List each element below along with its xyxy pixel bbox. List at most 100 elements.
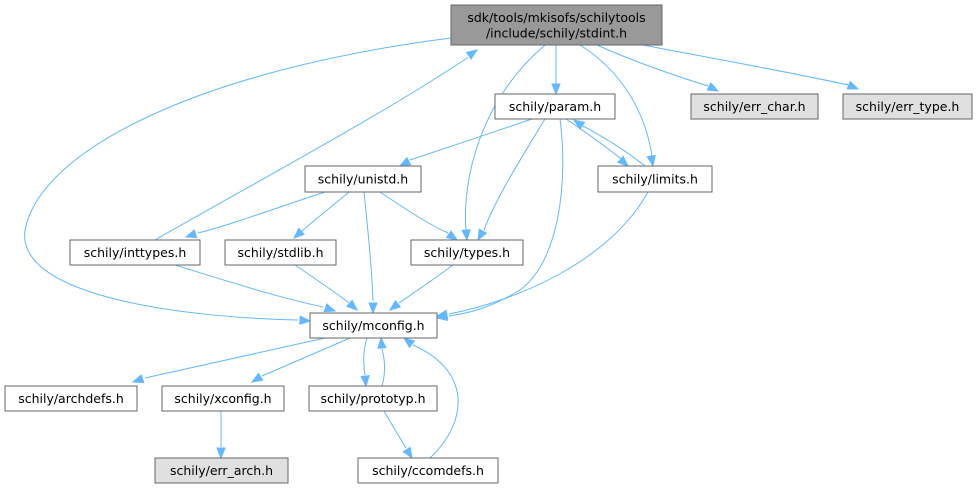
edge-line: [409, 118, 533, 161]
edge-line: [154, 57, 468, 241]
edge-param-to-types: [477, 118, 546, 242]
edge-unistd-to-mconfig: [363, 191, 378, 315]
edge-limits-to-mconfig: [435, 191, 649, 319]
arrowhead-icon: [216, 447, 226, 460]
edge-param-to-mconfig: [435, 118, 564, 321]
arrowhead-icon: [445, 230, 459, 241]
edge-inttypes-to-stdint: [154, 49, 479, 241]
node-label: schily/err_arch.h: [170, 463, 273, 478]
arrowhead-icon: [323, 303, 337, 313]
edge-stdint-to-limits: [579, 44, 656, 168]
node-err_arch: schily/err_arch.h: [154, 457, 289, 484]
node-label: schily/prototyp.h: [321, 391, 426, 406]
node-label: schily/stdlib.h: [238, 245, 324, 260]
arrowhead-icon: [360, 375, 370, 388]
edge-stdint-to-err_type: [642, 44, 860, 90]
node-limits[interactable]: schily/limits.h: [597, 165, 713, 193]
node-label: schily/err_char.h: [703, 99, 805, 114]
node-err_type: schily/err_type.h: [842, 93, 973, 120]
node-box: [494, 93, 616, 120]
edge-line: [363, 191, 374, 302]
edge-unistd-to-inttypes: [184, 191, 326, 239]
edge-line: [144, 337, 326, 379]
edge-line: [197, 191, 326, 234]
edge-line: [261, 337, 351, 377]
edge-line: [412, 344, 459, 459]
edge-line: [381, 348, 386, 387]
edge-mconfig-to-archdefs: [131, 337, 326, 384]
arrowhead-icon: [402, 446, 413, 460]
edge-types-to-mconfig: [388, 264, 454, 311]
nodes-layer: sdk/tools/mkisofs/schilytools/include/sc…: [4, 4, 973, 484]
node-param[interactable]: schily/param.h: [494, 93, 616, 120]
edge-line: [379, 191, 449, 234]
edge-line: [465, 44, 546, 231]
edge-limits-to-param: [572, 119, 646, 167]
node-label: schily/unistd.h: [318, 172, 408, 187]
edge-xconfig-to-err_arch: [216, 411, 226, 460]
edge-unistd-to-stdlib: [292, 191, 350, 239]
node-box: [224, 239, 337, 266]
edge-line: [448, 118, 564, 317]
edge-line: [24, 37, 452, 321]
node-stdint[interactable]: sdk/tools/mkisofs/schilytools/include/sc…: [450, 4, 663, 46]
edge-ccomdefs-to-mconfig: [402, 337, 459, 459]
edge-line: [294, 264, 350, 304]
edge-line: [582, 125, 646, 167]
edge-line: [398, 264, 454, 304]
node-archdefs[interactable]: schily/archdefs.h: [4, 385, 138, 412]
edge-mconfig-to-prototyp: [360, 337, 370, 388]
node-box: [410, 239, 524, 266]
node-box: [154, 457, 289, 484]
node-label: schily/types.h: [424, 245, 510, 260]
node-label: schily/mconfig.h: [322, 318, 424, 333]
arrowhead-icon: [846, 80, 860, 90]
node-label: schily/ccomdefs.h: [372, 463, 484, 478]
arrowhead-icon: [377, 336, 387, 349]
node-ccomdefs[interactable]: schily/ccomdefs.h: [357, 457, 499, 484]
node-box: [308, 385, 438, 412]
arrowhead-icon: [299, 315, 312, 325]
node-box: [304, 165, 422, 193]
edge-line: [301, 191, 350, 232]
edge-stdint-to-param: [551, 45, 561, 96]
edges-layer: [24, 37, 860, 460]
node-box: [690, 93, 819, 120]
edge-stdint-to-types: [461, 44, 546, 242]
arrowhead-icon: [345, 299, 359, 311]
edge-line: [448, 191, 649, 315]
node-label: schily/xconfig.h: [174, 391, 271, 406]
node-xconfig[interactable]: schily/xconfig.h: [161, 385, 285, 412]
arrowhead-icon: [461, 229, 471, 242]
node-types[interactable]: schily/types.h: [410, 239, 524, 266]
arrowhead-icon: [477, 228, 488, 242]
edge-line: [596, 44, 709, 87]
node-box: [357, 457, 499, 484]
node-prototyp[interactable]: schily/prototyp.h: [308, 385, 438, 412]
arrowhead-icon: [388, 299, 402, 311]
arrowhead-icon: [402, 337, 416, 349]
edge-param-to-limits: [565, 118, 630, 167]
arrowhead-icon: [435, 309, 449, 319]
arrowhead-icon: [646, 154, 656, 168]
edge-line: [174, 264, 324, 308]
node-label: /include/schily/stdint.h: [486, 25, 627, 40]
node-box: [450, 4, 663, 46]
node-err_char: schily/err_char.h: [690, 93, 819, 120]
node-mconfig[interactable]: schily/mconfig.h: [309, 312, 438, 339]
node-inttypes[interactable]: schily/inttypes.h: [69, 239, 201, 266]
edge-line: [579, 44, 653, 158]
edge-line: [483, 118, 546, 231]
node-label: schily/param.h: [509, 99, 601, 114]
node-box: [597, 165, 713, 193]
node-label: schily/archdefs.h: [18, 391, 124, 406]
arrowhead-icon: [131, 374, 145, 384]
node-box: [842, 93, 973, 120]
node-stdlib[interactable]: schily/stdlib.h: [224, 239, 337, 266]
arrowhead-icon: [250, 372, 264, 383]
edge-unistd-to-types: [379, 191, 459, 241]
node-unistd[interactable]: schily/unistd.h: [304, 165, 422, 193]
arrowhead-icon: [572, 119, 586, 130]
node-label: schily/limits.h: [612, 172, 698, 187]
